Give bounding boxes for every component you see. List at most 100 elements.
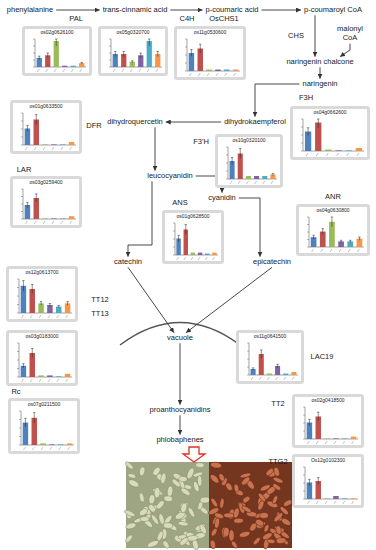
chart-ground	[9, 269, 75, 319]
grain-photo	[123, 461, 292, 550]
gene-label: ANR	[324, 193, 342, 201]
axis-tick	[247, 343, 249, 344]
compound-box: dihydrokaempferol	[222, 118, 288, 127]
error-bar	[58, 305, 59, 307]
rice-grain	[233, 484, 239, 493]
chart-ground	[299, 207, 367, 253]
chart-ground	[177, 29, 243, 77]
error-cap	[349, 240, 351, 241]
chart-title: os04g0630800	[296, 208, 370, 213]
pathway-arrow	[128, 181, 152, 256]
pathway-arrow	[239, 198, 260, 257]
category-mark	[352, 501, 354, 504]
error-bar	[56, 39, 57, 46]
rice-grain	[140, 516, 149, 521]
category-mark	[198, 73, 200, 76]
rice-grain	[263, 524, 270, 533]
bar	[60, 218, 65, 220]
axis-tick	[226, 171, 228, 172]
error-bar	[67, 302, 68, 306]
axis-tick	[226, 147, 228, 148]
error-cap	[308, 419, 310, 420]
category-mark	[43, 147, 45, 150]
error-bar	[81, 62, 82, 64]
category-mark	[37, 69, 39, 72]
chart-ground	[9, 333, 75, 383]
bar	[335, 150, 341, 152]
category-mark	[52, 221, 54, 224]
error-cap	[312, 235, 314, 236]
error-bar	[331, 217, 332, 227]
category-mark	[32, 447, 34, 450]
compound-box: p-coumaric acid	[204, 6, 261, 15]
bar	[342, 438, 347, 440]
pathway-arrow	[170, 10, 202, 11]
error-bar	[341, 240, 342, 242]
error-cap	[31, 348, 33, 349]
compound-name: epicatechin	[253, 258, 291, 267]
compound-name: phenylalanine	[7, 6, 53, 15]
category-mark	[271, 181, 273, 184]
expression-panel: PALos02g0626100	[22, 26, 92, 76]
category-mark	[139, 69, 141, 72]
category-mark	[34, 147, 36, 150]
bar	[198, 253, 202, 255]
error-cap	[185, 224, 187, 225]
bar	[342, 498, 347, 500]
axis-tick	[185, 47, 187, 48]
category-mark	[57, 315, 59, 318]
bar	[40, 443, 45, 445]
expression-panel: TTG2Os12g0102300	[292, 454, 364, 508]
axis-tick	[226, 155, 228, 156]
category-mark	[70, 147, 72, 150]
category-mark	[357, 153, 359, 156]
x-axis	[305, 439, 358, 440]
error-bar	[49, 303, 50, 306]
error-bar	[123, 51, 124, 56]
category-mark	[307, 501, 309, 504]
rice-grain	[272, 476, 284, 484]
pathway-arrow	[320, 67, 321, 78]
bar	[60, 144, 65, 146]
category-mark	[316, 501, 318, 504]
gene-label: TTG2	[267, 458, 288, 466]
axis-tick	[173, 255, 175, 256]
compound-box: dihydroquercetin	[105, 118, 164, 127]
rice-grain	[198, 523, 207, 535]
x-axis	[187, 71, 240, 72]
error-bar	[32, 348, 33, 357]
error-bar	[32, 284, 33, 293]
bar	[324, 438, 329, 440]
pathway-arrow	[180, 415, 181, 434]
rice-grain	[265, 467, 275, 477]
y-axis	[23, 113, 24, 145]
category-mark	[39, 315, 41, 318]
category-mark	[61, 221, 63, 224]
category-mark	[25, 221, 27, 224]
rice-grain	[147, 503, 157, 513]
expression-panel: Rcos07g0211500	[8, 398, 80, 454]
chart-title: os05g0320700	[98, 30, 168, 35]
rice-grain	[138, 507, 149, 517]
category-mark	[259, 377, 261, 380]
x-axis	[175, 255, 218, 256]
category-mark	[21, 315, 23, 318]
bar	[346, 150, 352, 152]
category-mark	[207, 73, 209, 76]
axis-tick	[226, 179, 228, 180]
bar	[65, 374, 70, 377]
error-bar	[36, 194, 37, 202]
error-cap	[239, 148, 241, 149]
rice-grain	[242, 495, 252, 504]
compound-box: naringenin	[300, 80, 339, 89]
bar	[49, 444, 54, 446]
chart-title: os10g0320100	[215, 138, 283, 143]
error-bar	[308, 128, 309, 135]
error-bar	[350, 240, 351, 242]
category-mark	[316, 153, 318, 156]
category-mark	[48, 315, 50, 318]
category-mark	[307, 441, 309, 444]
pathway-arrow	[315, 15, 316, 56]
rice-grain	[279, 505, 290, 515]
bar	[246, 176, 251, 179]
